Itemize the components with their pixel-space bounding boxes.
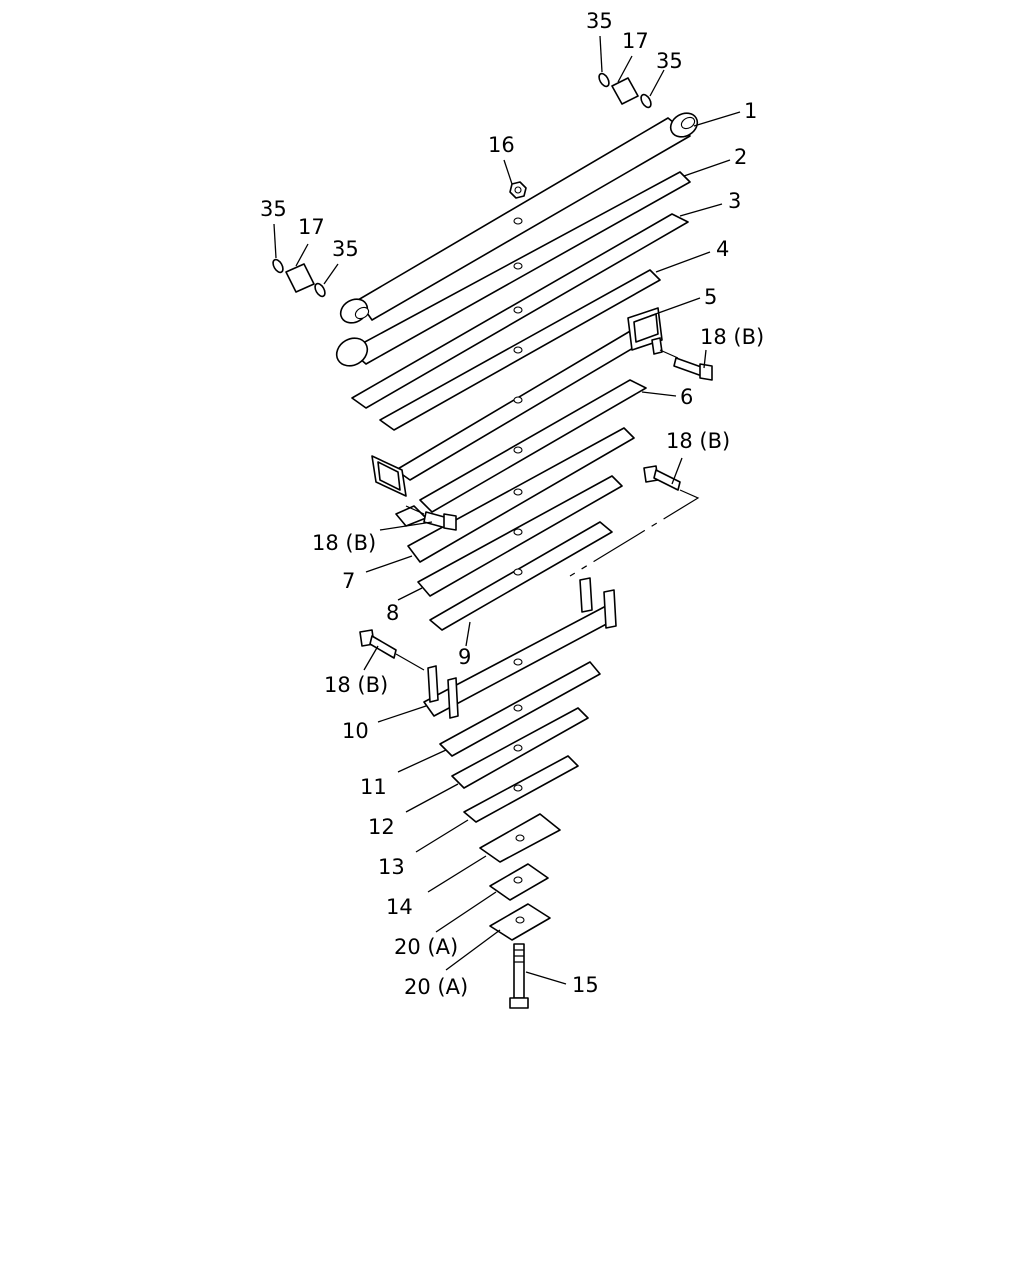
leaf-8 <box>417 475 623 597</box>
label-12: 12 <box>368 815 395 839</box>
label-4: 4 <box>716 237 729 261</box>
bolt-18b-right-upper <box>673 357 713 381</box>
label-6: 6 <box>680 385 693 409</box>
bolt-18b-left-lower <box>359 629 397 659</box>
label-14: 14 <box>386 895 413 919</box>
label-8: 8 <box>386 601 399 625</box>
alignment-line <box>395 489 700 671</box>
label-1: 1 <box>744 99 757 123</box>
label-9: 9 <box>458 645 471 669</box>
leader-lines <box>273 35 741 985</box>
label-35-left-upper: 35 <box>260 197 287 221</box>
leaf-10-with-clips <box>423 577 617 719</box>
label-18b-right-upper: 18 (B) <box>700 325 764 349</box>
label-5: 5 <box>704 285 717 309</box>
main-leaf-1 <box>339 112 699 324</box>
label-10: 10 <box>342 719 369 743</box>
label-11: 11 <box>360 775 387 799</box>
bushing-left <box>272 258 326 298</box>
label-35-left-lower: 35 <box>332 237 359 261</box>
leaf-6 <box>419 379 647 513</box>
bushing-top <box>598 72 652 109</box>
label-15: 15 <box>572 973 599 997</box>
label-16: 16 <box>488 133 515 157</box>
leaf-9 <box>429 521 613 631</box>
label-35-top-left: 35 <box>586 9 613 33</box>
label-20a-upper: 20 (A) <box>394 935 458 959</box>
label-2: 2 <box>734 145 747 169</box>
label-18b-left-upper: 18 (B) <box>312 531 376 555</box>
center-bolt-15 <box>509 943 529 1009</box>
alignment-line-left <box>405 349 679 515</box>
label-17-left: 17 <box>298 215 325 239</box>
label-18b-right-lower: 18 (B) <box>666 429 730 453</box>
label-35-top-right: 35 <box>656 49 683 73</box>
label-3: 3 <box>728 189 741 213</box>
bolt-18b-left-upper <box>423 511 457 531</box>
bolt-18b-right-lower <box>643 465 681 491</box>
label-13: 13 <box>378 855 405 879</box>
leaf-7 <box>407 427 635 563</box>
label-20a-lower: 20 (A) <box>404 975 468 999</box>
nut-16 <box>509 181 527 199</box>
label-18b-left-lower: 18 (B) <box>324 673 388 697</box>
leaf-2 <box>335 171 691 367</box>
label-7: 7 <box>342 569 355 593</box>
label-17-top: 17 <box>622 29 649 53</box>
